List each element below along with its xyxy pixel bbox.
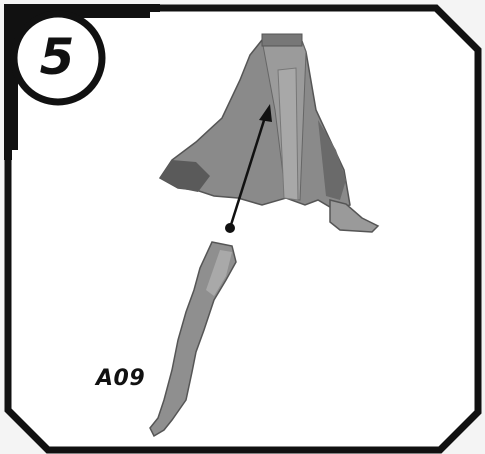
part-label: A09	[96, 366, 145, 391]
step-number: 5	[22, 22, 92, 92]
assembly-arrow-dot	[225, 223, 235, 233]
